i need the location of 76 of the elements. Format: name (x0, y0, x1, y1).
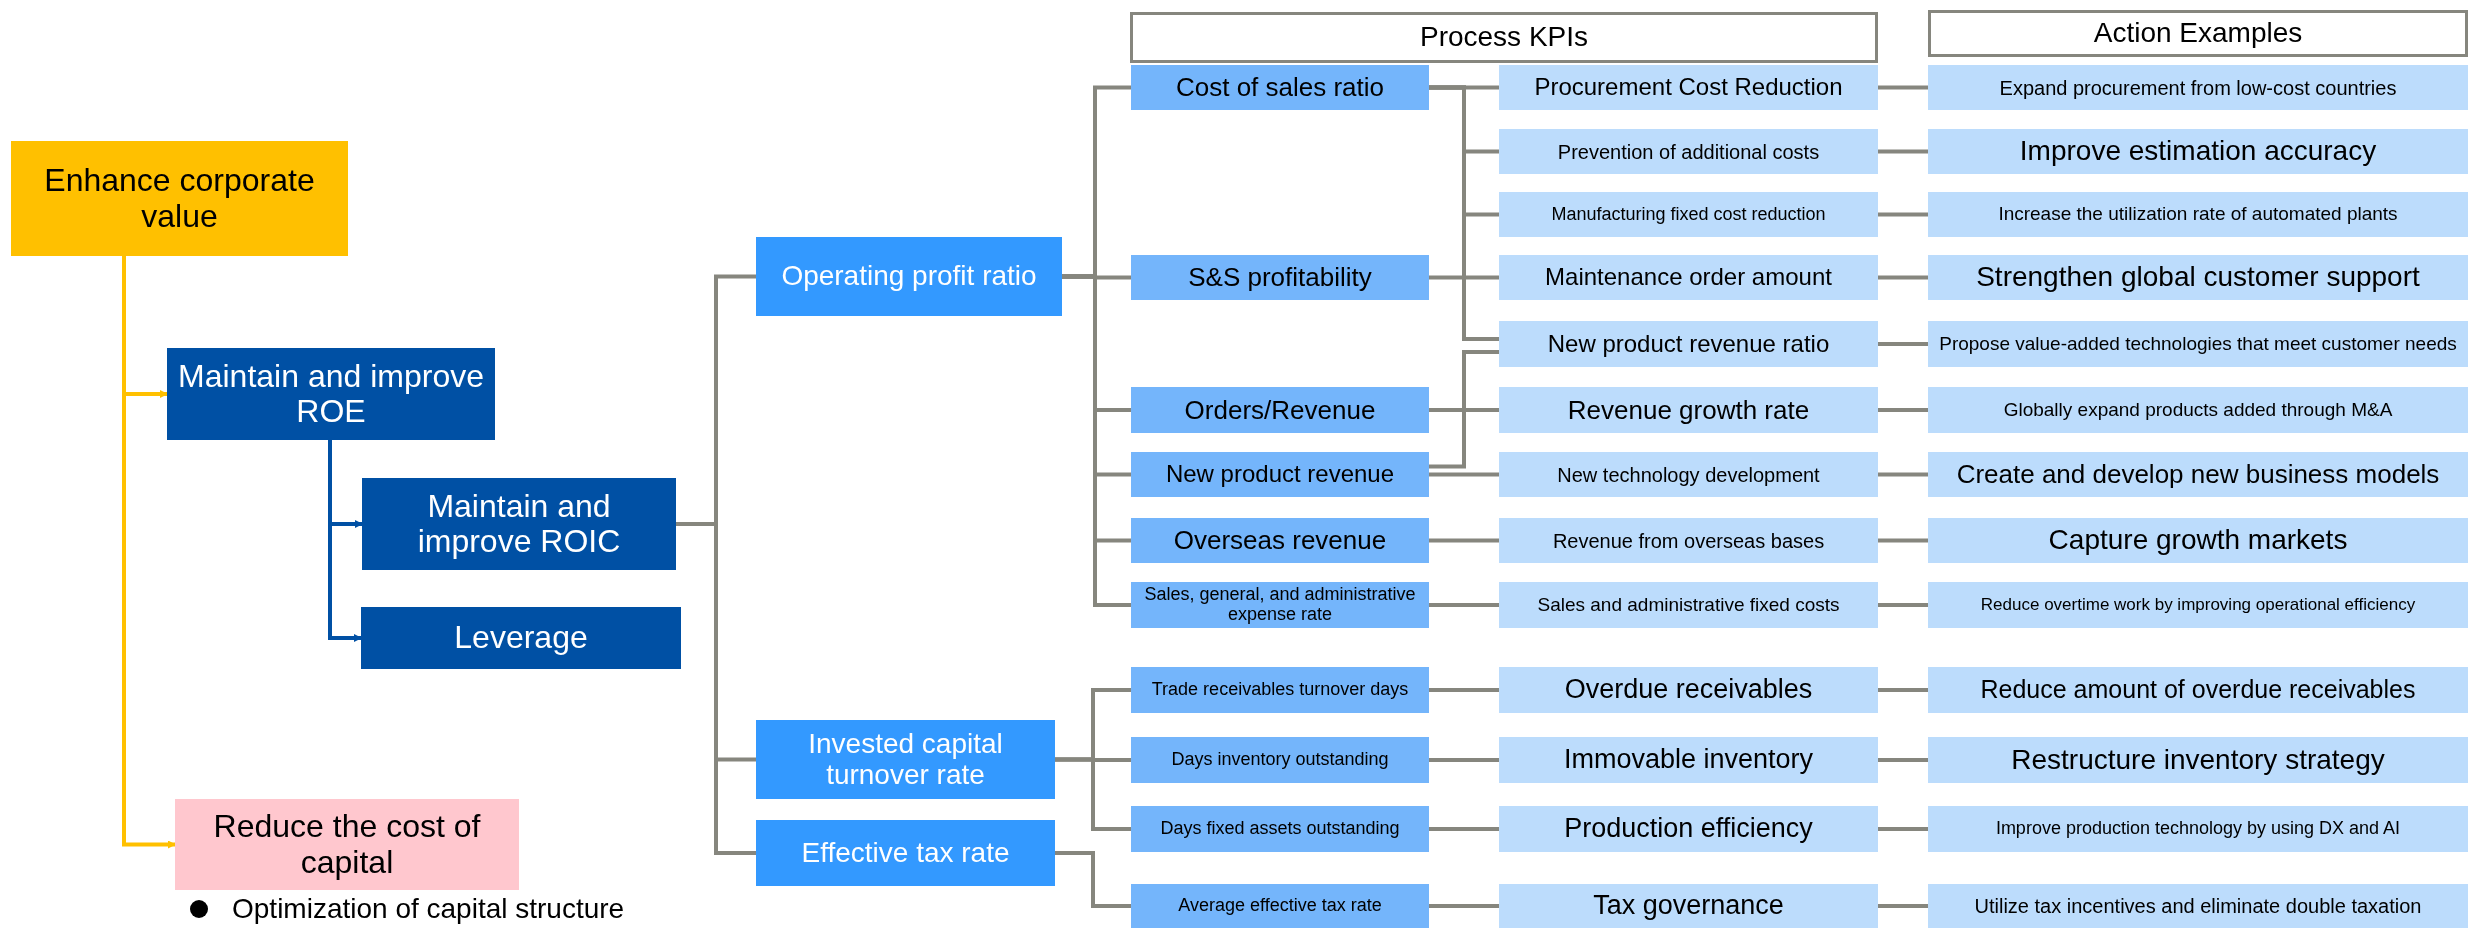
connector-line (1878, 904, 1928, 908)
process-box: New product revenue ratio (1499, 321, 1878, 367)
goal-box: Reduce the cost of capital (175, 799, 519, 890)
process-box: Create and develop new business models (1928, 452, 2468, 497)
column-header: Process KPIs (1130, 12, 1878, 63)
process-box: Propose value-added technologies that meet customer needs (1928, 321, 2468, 367)
process-box: Prevention of additional costs (1499, 129, 1878, 174)
connector-line (1878, 538, 1928, 543)
connector-line (1429, 85, 1499, 341)
connector-line (1429, 904, 1499, 908)
connector-line (1055, 851, 1131, 908)
kpi-box: Trade receivables turnover days (1131, 667, 1429, 713)
process-box: Improve production technology by using DX and AI (1928, 806, 2468, 852)
connector-line (1878, 472, 1928, 477)
bullet-text: Optimization of capital structure (232, 895, 625, 923)
process-box: New technology development (1499, 452, 1878, 497)
process-box: Revenue from overseas bases (1499, 518, 1878, 563)
process-box: Strengthen global customer support (1928, 255, 2468, 300)
arrow (328, 440, 362, 642)
connector-line (1055, 757, 1131, 831)
process-box: Restructure inventory strategy (1928, 737, 2468, 783)
connector-line (1429, 472, 1499, 477)
kpi-box: Days inventory outstanding (1131, 737, 1429, 783)
process-box: Capture growth markets (1928, 518, 2468, 563)
kpi-box: Invested capital turnover rate (756, 720, 1055, 799)
connector-line (1878, 758, 1928, 762)
kpi-box: Orders/Revenue (1131, 387, 1429, 433)
process-box: Overdue receivables (1499, 667, 1878, 713)
connector-line (1429, 350, 1499, 469)
connector-line (1429, 538, 1499, 543)
connector-line (676, 522, 756, 855)
kpi-box: Average effective tax rate (1131, 884, 1429, 928)
connector-line (1062, 274, 1131, 607)
process-box: Utilize tax incentives and eliminate double taxation (1928, 884, 2468, 928)
process-box: Procurement Cost Reduction (1499, 65, 1878, 110)
kpi-box: Overseas revenue (1131, 518, 1429, 563)
process-box: Immovable inventory (1499, 737, 1878, 783)
kpi-box: New product revenue (1131, 452, 1429, 497)
process-box: Increase the utilization rate of automated plants (1928, 192, 2468, 237)
strategy-box: Leverage (361, 607, 681, 669)
connector-line (1878, 408, 1928, 412)
strategy-box: Maintain and improve ROIC (362, 478, 676, 570)
kpi-box: Days fixed assets outstanding (1131, 806, 1429, 852)
process-box: Reduce amount of overdue receivables (1928, 667, 2468, 713)
connector-line (1429, 688, 1499, 692)
process-box: Production efficiency (1499, 806, 1878, 852)
connector-line (1429, 827, 1499, 831)
connector-line (1429, 603, 1499, 607)
process-box: Improve estimation accuracy (1928, 129, 2468, 174)
process-box: Reduce overtime work by improving operational efficiency (1928, 582, 2468, 628)
process-box: Maintenance order amount (1499, 255, 1878, 300)
kpi-box: Cost of sales ratio (1131, 65, 1429, 110)
strategy-box: Maintain and improve ROE (167, 348, 495, 440)
connector-line (1429, 408, 1499, 412)
process-box: Manufacturing fixed cost reduction (1499, 192, 1878, 237)
connector-line (1429, 275, 1499, 280)
connector-line (1878, 342, 1928, 346)
process-box: Revenue growth rate (1499, 387, 1878, 433)
process-box: Globally expand products added through M&A (1928, 387, 2468, 433)
kpi-box: Operating profit ratio (756, 237, 1062, 316)
connector-line (1878, 275, 1928, 280)
column-header: Action Examples (1928, 10, 2468, 57)
connector-line (1878, 212, 1928, 217)
connector-line (1878, 85, 1928, 90)
process-box: Sales and administrative fixed costs (1499, 582, 1878, 628)
connector-line (1878, 603, 1928, 607)
goal-box: Enhance corporate value (11, 141, 348, 256)
connector-line (1878, 827, 1928, 831)
connector-line (1429, 758, 1499, 762)
connector-line (1878, 688, 1928, 692)
process-box: Tax governance (1499, 884, 1878, 928)
process-box: Expand procurement from low-cost countries (1928, 65, 2468, 110)
kpi-box: Sales, general, and administrative expense rate (1131, 582, 1429, 628)
kpi-box: S&S profitability (1131, 255, 1429, 300)
connector-line (1878, 149, 1928, 154)
kpi-box: Effective tax rate (756, 820, 1055, 886)
